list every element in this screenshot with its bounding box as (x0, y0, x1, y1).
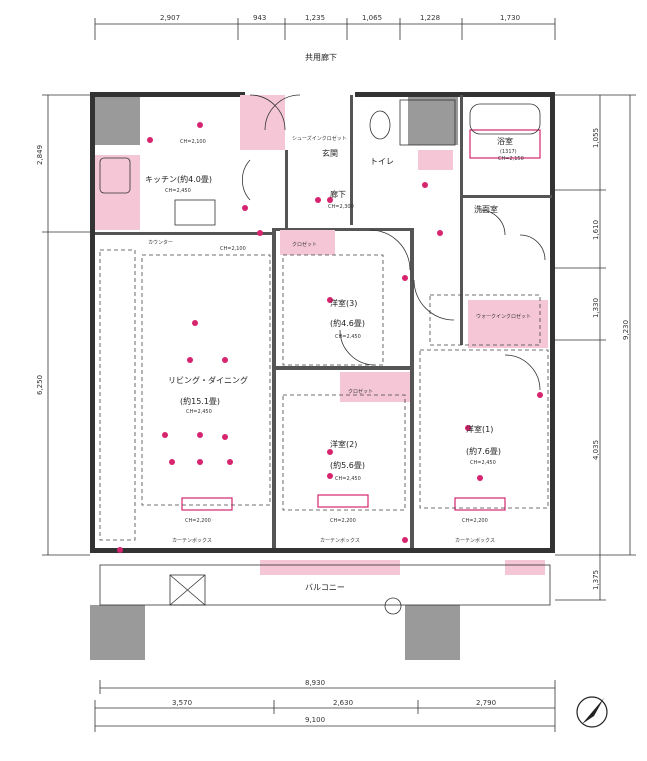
bedroom1-area: (約7.6畳) (466, 446, 501, 456)
top-dim-3: 1,235 (305, 14, 325, 22)
kitchen-ceiling: CH=2,450 (165, 188, 191, 194)
top-dim-1: 2,907 (160, 14, 180, 22)
right-dim-1: 1,055 (592, 128, 600, 148)
hall-label: 廊下 (330, 189, 346, 199)
bathtub-icon (469, 103, 541, 135)
kitchen-label: キッチン(約4.0畳) (145, 174, 212, 184)
bedroom3-area: (約4.6畳) (330, 318, 365, 328)
entrance-label: 玄関 (322, 148, 338, 158)
top-dim-5: 1,228 (420, 14, 440, 22)
toilet-icon (369, 110, 391, 140)
ceiling-kitchen-top: CH=2,100 (180, 139, 206, 145)
column-bottom-right (405, 605, 460, 660)
closet2-area (340, 372, 410, 402)
ceiling-bed1-bottom: CH=2,200 (462, 518, 488, 524)
bottom-dim-total: 8,930 (305, 679, 325, 687)
bath-ceiling: CH=2,150 (498, 156, 524, 162)
left-dim-2: 6,250 (36, 375, 44, 395)
balcony-unit-right (505, 560, 545, 575)
bottom-dim-1: 3,570 (172, 699, 192, 707)
electrical-marks (117, 122, 543, 553)
right-dim-5: 1,375 (592, 570, 600, 590)
room-labels: 共用廊下 キッチン(約4.0畳) CH=2,450 リビング・ダイニング (約1… (145, 52, 531, 592)
right-dim-3: 1,330 (592, 298, 600, 318)
north-arrow-icon (576, 696, 608, 728)
ceiling-ldk-top: CH=2,100 (220, 246, 246, 252)
bath-size: (1317) (500, 149, 517, 155)
walkin-label: ウォークインクロゼット (476, 313, 531, 320)
shoebox-label: シューズインクロゼット (292, 135, 347, 142)
top-dim-6: 1,730 (500, 14, 520, 22)
bedroom1-label: 洋室(1) (466, 424, 493, 434)
closet2-label: クロゼット (348, 388, 373, 395)
bedroom2-ceiling: CH=2,450 (335, 476, 361, 482)
hall-ceiling: CH=2,300 (328, 204, 354, 210)
ldk-ceiling: CH=2,450 (186, 409, 212, 415)
bottom-dim-2: 2,630 (333, 699, 353, 707)
kitchen-stove-icon (174, 199, 216, 226)
ceiling-bed2-bottom: CH=2,200 (330, 518, 356, 524)
toilet-label: トイレ (370, 157, 394, 166)
bottom-dimension-line: 8,930 3,570 2,630 2,790 9,100 (94, 679, 556, 732)
corridor-label: 共用廊下 (305, 52, 337, 62)
bedroom3-ceiling: CH=2,450 (335, 334, 361, 340)
structure (90, 92, 555, 660)
fixtures (99, 99, 551, 615)
bottom-dim-grand: 9,100 (305, 716, 325, 724)
curtain-box-2: カーテンボックス (320, 537, 360, 544)
doors (241, 94, 546, 391)
top-dim-2: 943 (253, 14, 266, 22)
entry-shoebox-area (240, 95, 285, 150)
bedroom1-ceiling: CH=2,450 (470, 460, 496, 466)
closet3-area (280, 230, 335, 255)
right-dim-2: 1,610 (592, 220, 600, 240)
right-dimension-line: 1,055 1,610 1,330 4,035 1,375 9,230 (555, 94, 636, 601)
column-bottom-left (90, 605, 145, 660)
bottom-dim-3: 2,790 (476, 699, 496, 707)
ldk-area: (約15.1畳) (180, 396, 220, 406)
left-dimension-line: 2,849 6,250 (36, 94, 90, 556)
ldk-label: リビング・ダイニング (168, 375, 248, 385)
bedroom2-area: (約5.6畳) (330, 460, 365, 470)
bedroom2-label: 洋室(2) (330, 439, 357, 449)
kitchen-sink-icon (99, 157, 131, 194)
curtain-box-1: カーテンボックス (172, 537, 212, 544)
washroom-label: 洗面室 (474, 204, 498, 214)
bedroom3-label: 洋室(3) (330, 298, 357, 308)
washer-area (418, 150, 453, 170)
curtain-box-3: カーテンボックス (455, 537, 495, 544)
walkin-closet-area (468, 300, 548, 348)
closet3-label: クロゼット (292, 241, 317, 248)
pink-areas (95, 95, 548, 575)
left-dim-1: 2,849 (36, 145, 44, 165)
balcony-unit-area (260, 560, 400, 575)
ceiling-ldk-bottom: CH=2,200 (185, 518, 211, 524)
column-top-mid (408, 95, 458, 145)
right-dim-total: 9,230 (622, 320, 630, 340)
top-dimension-line: 2,907 943 1,235 1,065 1,228 1,730 (94, 14, 556, 40)
right-dim-4: 4,035 (592, 440, 600, 460)
bath-label: 浴室 (497, 136, 513, 146)
counter-label: カウンター (148, 239, 173, 246)
column-top-left (95, 95, 140, 145)
top-dim-4: 1,065 (362, 14, 382, 22)
balcony-label: バルコニー (305, 583, 345, 592)
dashed-outlines (99, 249, 549, 541)
